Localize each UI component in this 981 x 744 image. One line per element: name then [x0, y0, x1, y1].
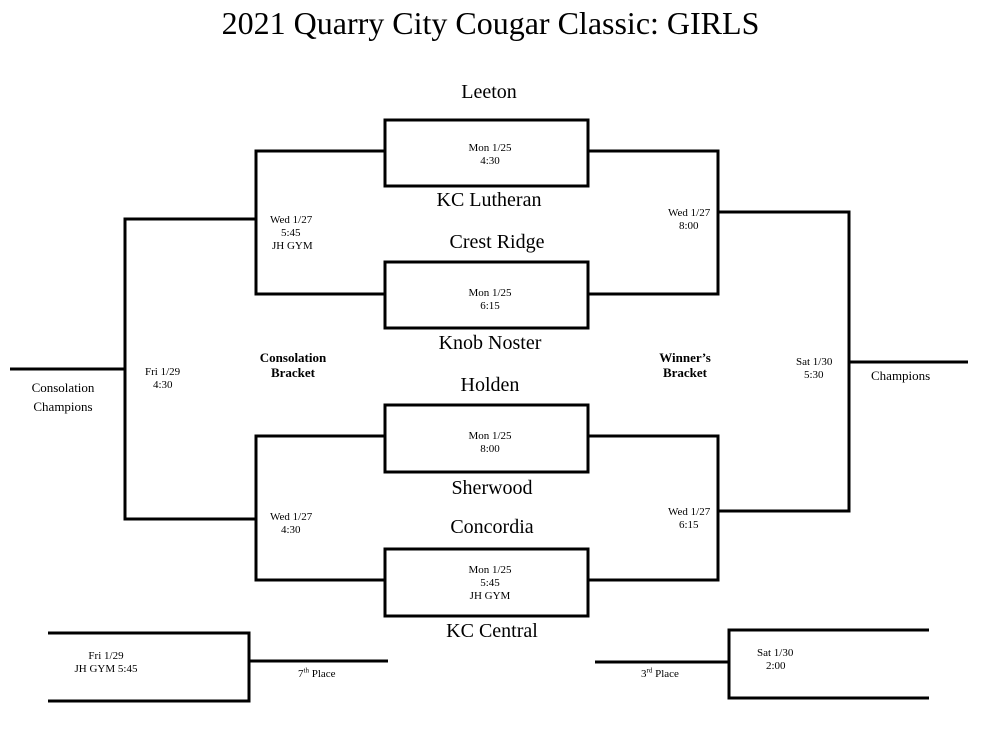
team-4: Knob Noster: [438, 332, 542, 354]
game-info-third: Sat 1/30 2:00: [757, 647, 793, 673]
label-line: Bracket: [662, 364, 708, 380]
game-time: 5:30: [804, 369, 824, 381]
champions-label: Champions: [871, 368, 931, 383]
cons-bottom-bracket: [254, 434, 385, 582]
team-2: KC Lutheran: [436, 189, 542, 211]
game-info-2: Mon 1/25 6:15: [410, 287, 570, 313]
seventh-bracket: [48, 631, 251, 703]
game-info-win-bottom: Wed 1/27 6:15: [668, 506, 710, 532]
game-day: Wed 1/27: [270, 511, 313, 523]
place-suffix: rd: [646, 666, 653, 675]
third-place-label: 3rd Place: [641, 666, 679, 681]
team-6: Sherwood: [451, 477, 533, 499]
team-7: Concordia: [450, 516, 534, 538]
consolation-bracket-label: Consolation Bracket: [253, 350, 333, 381]
game-day: Fri 1/29: [88, 650, 124, 662]
game-day: Fri 1/29: [145, 366, 181, 378]
consolation-champions-label: Consolation Champions: [23, 378, 103, 416]
game-info-1: Mon 1/25 4:30: [410, 142, 570, 168]
game-box-4: [383, 547, 590, 618]
game-day: Mon 1/25: [468, 430, 512, 442]
game-location: JH GYM: [272, 240, 313, 252]
game-day: Mon 1/25: [468, 287, 512, 299]
page-title: 2021 Quarry City Cougar Classic: GIRLS: [221, 5, 760, 41]
label-line: Champions: [33, 399, 93, 414]
team-5: Holden: [460, 374, 520, 396]
game-info-4: Mon 1/25 5:45 JH GYM: [410, 564, 570, 603]
game-time: 4:30: [480, 155, 500, 167]
label-line: Consolation: [31, 380, 95, 395]
game-info-3: Mon 1/25 8:00: [410, 430, 570, 456]
game-info-final: Sat 1/30 5:30: [796, 356, 832, 382]
game-info-win-top: Wed 1/27 8:00: [668, 207, 710, 233]
game-location: JH GYM: [469, 590, 511, 602]
game-day: Mon 1/25: [468, 142, 512, 154]
place-suffix: th: [303, 666, 309, 675]
win-bottom-bracket: [588, 434, 720, 582]
game-day: Wed 1/27: [668, 506, 711, 518]
game-time: 6:15: [679, 519, 699, 531]
team-1: Leeton: [461, 81, 517, 103]
seventh-place-label: 7th Place: [298, 666, 336, 681]
game-time: 5:45: [480, 577, 500, 589]
game-day: Mon 1/25: [468, 564, 512, 576]
winners-bracket-label: Winner’s Bracket: [645, 350, 725, 381]
game-info-cons-final: Fri 1/29 4:30: [145, 366, 180, 392]
place-number: 7: [298, 668, 304, 680]
cons-top-bracket: [254, 149, 385, 296]
third-bracket: [727, 628, 929, 700]
game-info-seventh: Fri 1/29 JH GYM 5:45: [72, 650, 140, 676]
game-info-cons-bottom: Wed 1/27 4:30: [270, 511, 312, 537]
game-day: Wed 1/27: [668, 207, 711, 219]
game-time: 6:15: [480, 300, 500, 312]
game-location-time: JH GYM 5:45: [74, 663, 138, 675]
place-text: Place: [308, 668, 336, 680]
game-box-1: [383, 118, 590, 188]
label-line: Winner’s: [659, 350, 711, 365]
game-info-cons-top: Wed 1/27 5:45 JH GYM: [270, 214, 313, 253]
game-time: 4:30: [153, 379, 173, 391]
place-number: 3: [641, 668, 647, 680]
team-8: KC Central: [446, 620, 538, 642]
game-time: 8:00: [480, 443, 500, 455]
label-line: Consolation: [259, 350, 327, 365]
win-top-bracket: [588, 149, 720, 296]
game-time: 5:45: [281, 227, 301, 239]
team-3: Crest Ridge: [449, 231, 545, 253]
game-time: 8:00: [679, 220, 699, 232]
game-time: 2:00: [766, 660, 786, 672]
game-box-3: [383, 403, 590, 474]
game-day: Sat 1/30: [796, 356, 833, 368]
game-day: Sat 1/30: [757, 647, 794, 659]
label-line: Bracket: [270, 364, 316, 380]
game-time: 4:30: [281, 524, 301, 536]
place-text: Place: [652, 668, 679, 680]
game-day: Wed 1/27: [270, 214, 313, 226]
